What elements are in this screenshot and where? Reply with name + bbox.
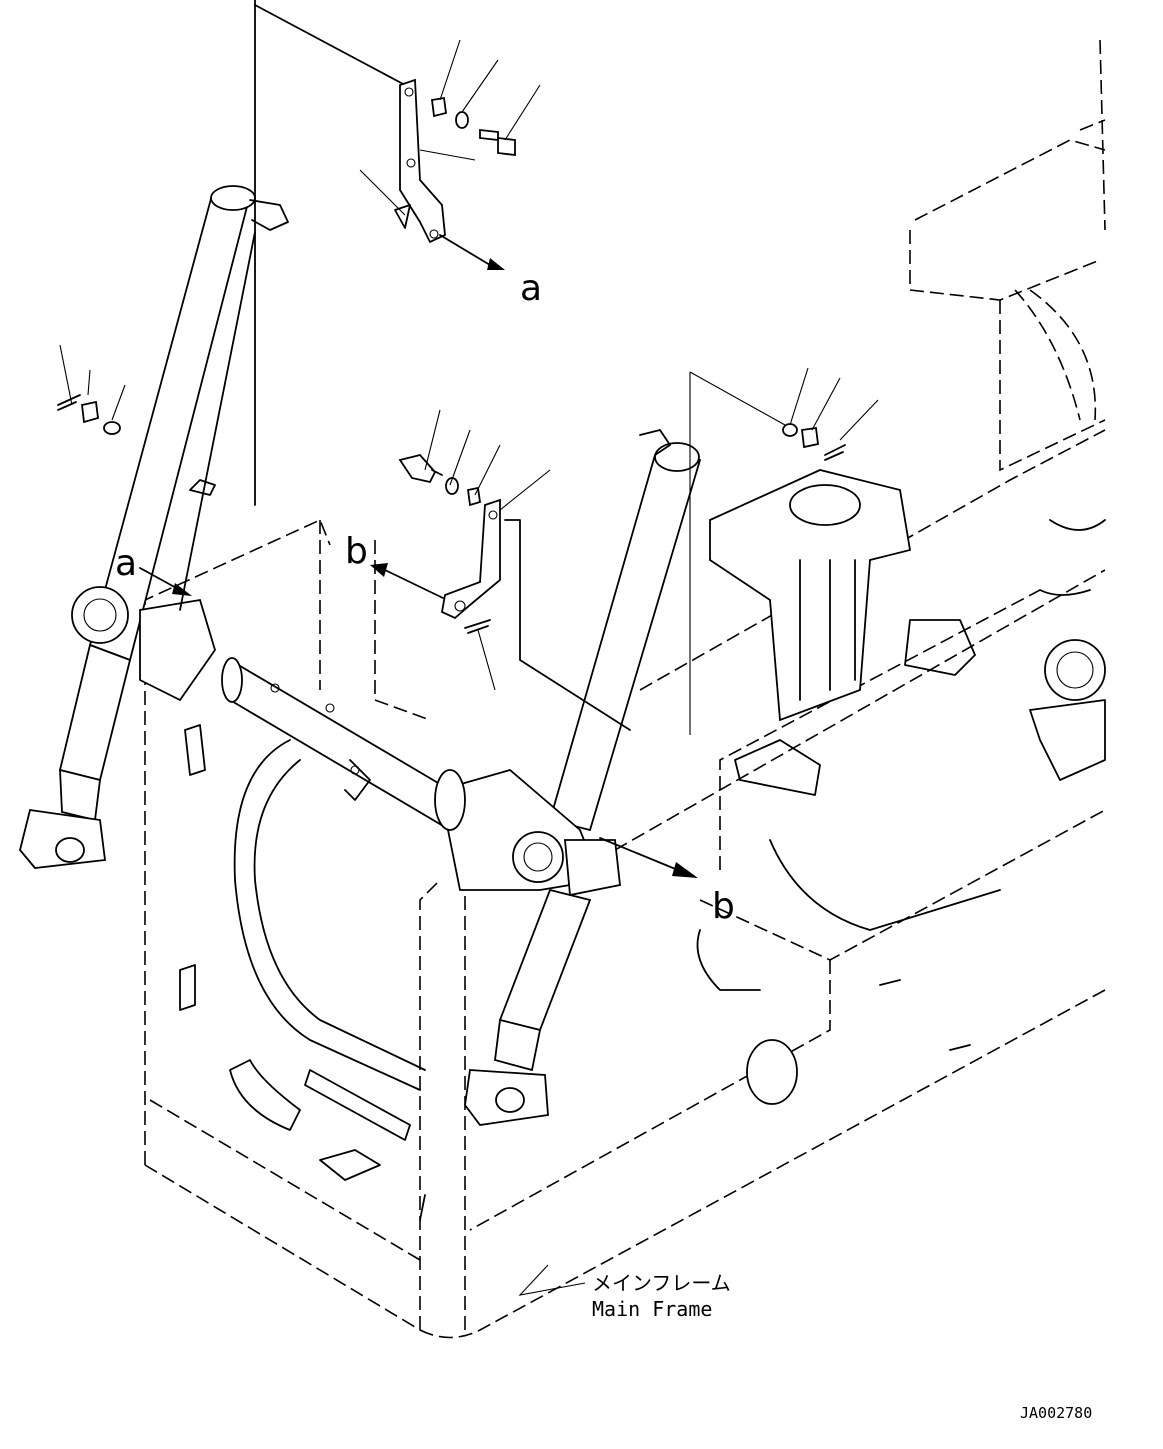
caption-en: Main Frame (592, 1297, 712, 1321)
radiator-hose (233, 739, 1001, 1091)
detail-a-bracket: a (254, 0, 542, 506)
left-fastener-group (57, 344, 126, 435)
label-b-right: b (712, 886, 735, 927)
label-b-mid: b (345, 531, 368, 572)
frame-details (179, 724, 971, 1221)
leader-a-left: a (115, 543, 192, 596)
label-a-left: a (115, 543, 137, 584)
engine-mount-bracket (709, 469, 1106, 796)
right-strut (434, 429, 702, 1126)
leader-b-right: b (599, 837, 735, 927)
right-fastener-group (689, 367, 879, 735)
main-frame-caption: メインフレーム Main Frame (518, 1264, 731, 1321)
left-strut (19, 185, 289, 869)
drawing-code: JA002780 (1020, 1404, 1092, 1422)
detail-b-bracket: b (345, 409, 631, 731)
crossbar-tube (221, 657, 451, 832)
caption-jp: メインフレーム (592, 1271, 731, 1295)
label-a-top: a (520, 268, 542, 309)
